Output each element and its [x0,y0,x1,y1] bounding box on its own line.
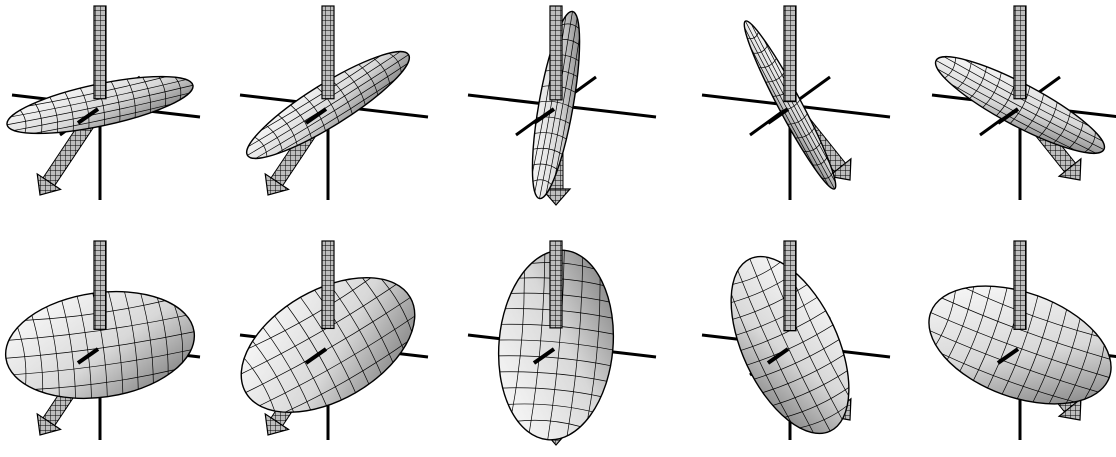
ellipsoid-panel [218,241,438,440]
ellipsoid-panel [702,6,890,200]
vertical-axis-tube [94,6,106,99]
ellipsoid-panel [468,241,656,445]
vertical-axis-tube [94,241,106,329]
vertical-axis-tube [322,6,334,99]
vertical-axis-tube [550,6,562,100]
vertical-axis-tube [322,241,334,328]
ellipsoid-panel [236,6,428,200]
ellipsoid-panel [913,241,1116,440]
ellipsoid-panel [926,6,1116,200]
vertical-axis-tube [1014,241,1026,329]
vertical-axis-tube [784,241,796,331]
vertical-axis-tube [784,6,796,102]
ellipsoid-panel [702,239,890,451]
ellipsoid-panel [468,6,656,205]
ellipsoid-panel [0,241,201,440]
vertical-axis-tube [1014,6,1026,99]
vertical-axis-tube [550,241,562,328]
ellipsoid-panel [3,6,200,200]
